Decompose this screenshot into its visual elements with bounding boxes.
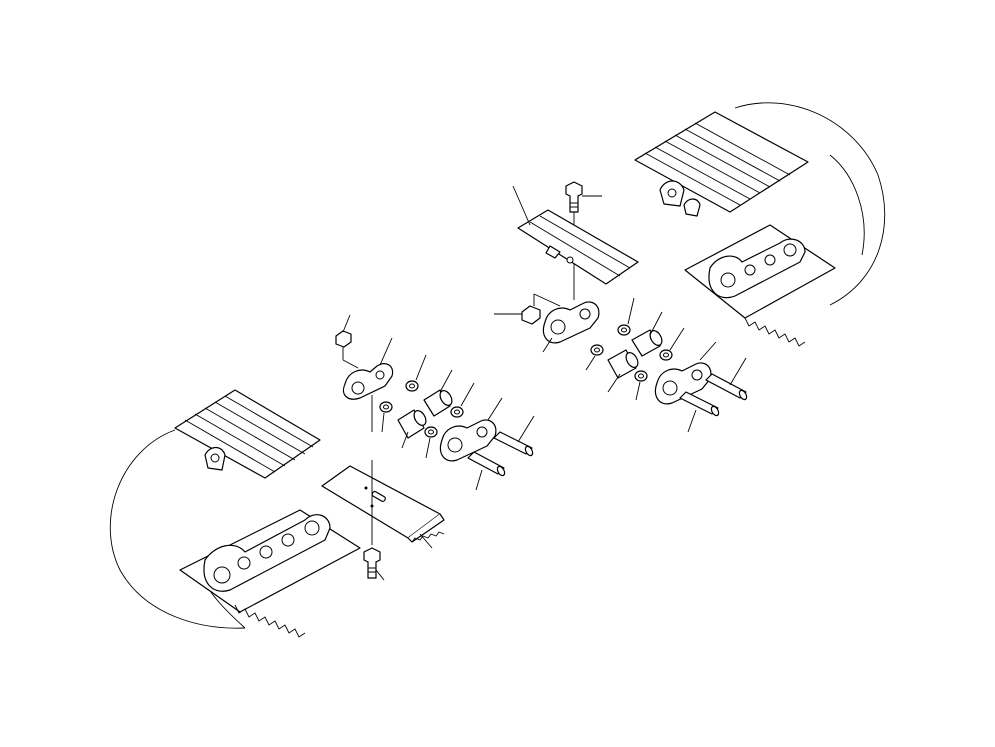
upper-seal-2	[659, 327, 685, 361]
upper-track-link-2	[654, 341, 717, 405]
upper-track-link	[542, 301, 600, 353]
lower-shoe-bolt	[363, 547, 385, 581]
upper-pin-1	[705, 357, 748, 401]
right-track-top-shoes	[634, 111, 809, 217]
lower-bushing-2	[397, 409, 427, 449]
lower-track-link-2	[439, 397, 503, 462]
upper-seal-4	[634, 370, 648, 401]
lower-nut	[335, 314, 359, 369]
lower-seal-1	[405, 354, 427, 392]
upper-bushing-2	[607, 349, 639, 393]
upper-shoe-bolt	[565, 181, 602, 300]
upper-pin-2	[679, 391, 720, 433]
lower-bushing-1	[423, 369, 453, 417]
upper-bushing-1	[631, 311, 663, 357]
lower-seal-4	[424, 426, 438, 459]
upper-track-shoe	[512, 185, 639, 285]
left-track-top-shoes	[174, 389, 321, 479]
left-track-bottom-chain	[179, 509, 361, 638]
lower-pin-1	[493, 415, 535, 457]
lower-seal-2	[450, 382, 475, 418]
lower-track-link	[342, 337, 394, 400]
right-track-bottom-chain	[684, 224, 836, 347]
upper-seal-1	[617, 297, 635, 336]
right-track-loop	[634, 102, 886, 347]
upper-shoe-nut	[494, 293, 561, 325]
upper-seal-3	[585, 344, 604, 371]
lower-pin-2	[467, 451, 506, 491]
upper-exploded-parts	[494, 181, 748, 433]
left-track-loop	[109, 389, 361, 638]
lower-seal-3	[371, 395, 393, 433]
lower-track-shoe	[321, 460, 445, 549]
lower-exploded-parts	[321, 314, 535, 581]
